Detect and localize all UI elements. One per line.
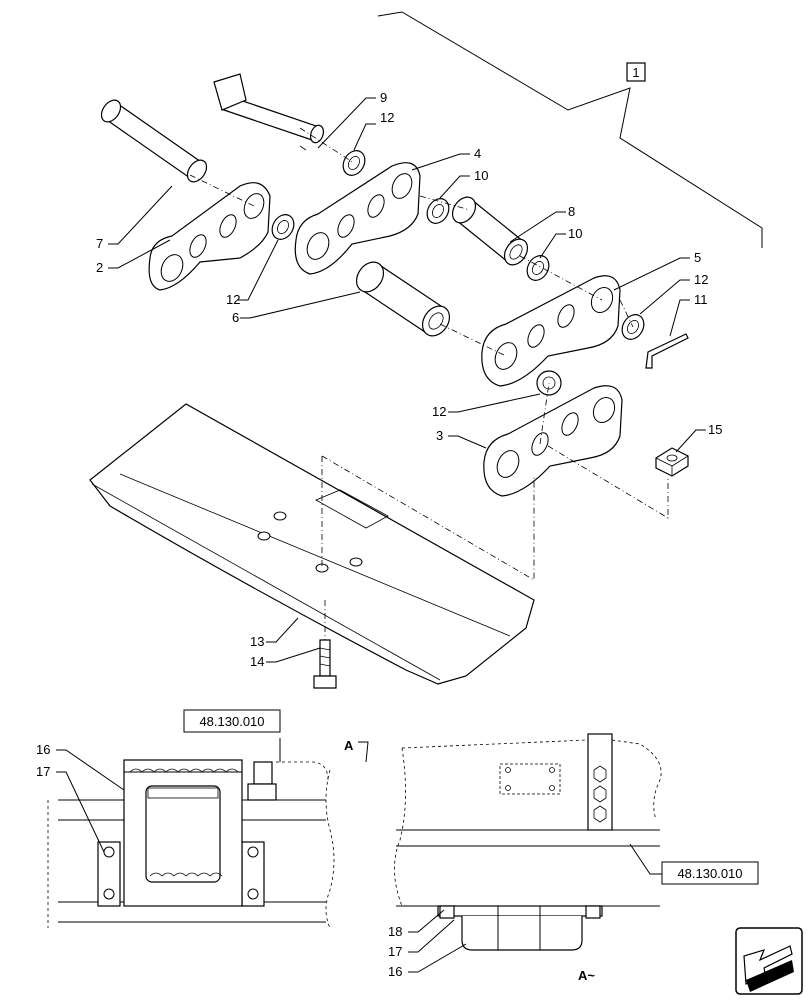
lock-key: [645, 333, 689, 369]
group-box-label: 1: [632, 65, 639, 80]
track-link-4: [294, 162, 421, 275]
seal-rings: [271, 150, 645, 396]
track-link-3: [483, 385, 623, 497]
detail-right: 48.130.010 18 17 16 A~: [388, 733, 759, 983]
reference-box-right: [661, 861, 759, 885]
callout-8: 8: [568, 204, 575, 219]
reference-label-right[interactable]: 48.130.010: [677, 866, 742, 881]
detail-left: 48.130.010 A 16 17: [36, 709, 369, 929]
track-link-5: [481, 275, 621, 387]
callout-16: 16: [36, 742, 50, 757]
callout-16: 16: [388, 964, 402, 979]
callout-13: 13: [250, 634, 264, 649]
bushing-large: [355, 261, 451, 337]
callout-12: 12: [432, 404, 446, 419]
bushing-small: [451, 196, 529, 266]
callouts-upper: 9 12 4 10 8 10 7 2 12 6 5 12 11 12 3 15 …: [96, 90, 722, 669]
center-lines: [189, 127, 669, 640]
callout-9: 9: [380, 90, 387, 105]
callout-10: 10: [474, 168, 488, 183]
callout-12: 12: [226, 292, 240, 307]
track-pin: [100, 99, 208, 183]
group-bracket: 1: [377, 11, 763, 248]
leader-lines: [108, 97, 706, 663]
next-page-arrow-icon[interactable]: [735, 927, 803, 995]
reference-box-left: [183, 709, 281, 733]
callout-12: 12: [380, 110, 394, 125]
callout-18: 18: [388, 924, 402, 939]
view-a-arrow-label: A: [344, 738, 354, 753]
callout-11: 11: [694, 292, 708, 307]
callout-7: 7: [96, 236, 103, 251]
callout-4: 4: [474, 146, 481, 161]
group-box: [626, 62, 646, 82]
callout-14: 14: [250, 654, 264, 669]
callout-5: 5: [694, 250, 701, 265]
shoe-nut: [655, 447, 689, 477]
callout-6: 6: [232, 310, 239, 325]
shoe-bolt: [313, 639, 337, 689]
callout-10: 10: [568, 226, 582, 241]
reference-label-left[interactable]: 48.130.010: [199, 714, 264, 729]
view-a-title: A~: [578, 968, 595, 983]
callout-3: 3: [436, 428, 443, 443]
track-link-left: [148, 182, 271, 291]
track-shoe: [89, 403, 535, 685]
callout-15: 15: [708, 422, 722, 437]
callout-2: 2: [96, 260, 103, 275]
master-pin: [213, 73, 325, 151]
callout-17: 17: [36, 764, 50, 779]
callout-17: 17: [388, 944, 402, 959]
callout-12: 12: [694, 272, 708, 287]
